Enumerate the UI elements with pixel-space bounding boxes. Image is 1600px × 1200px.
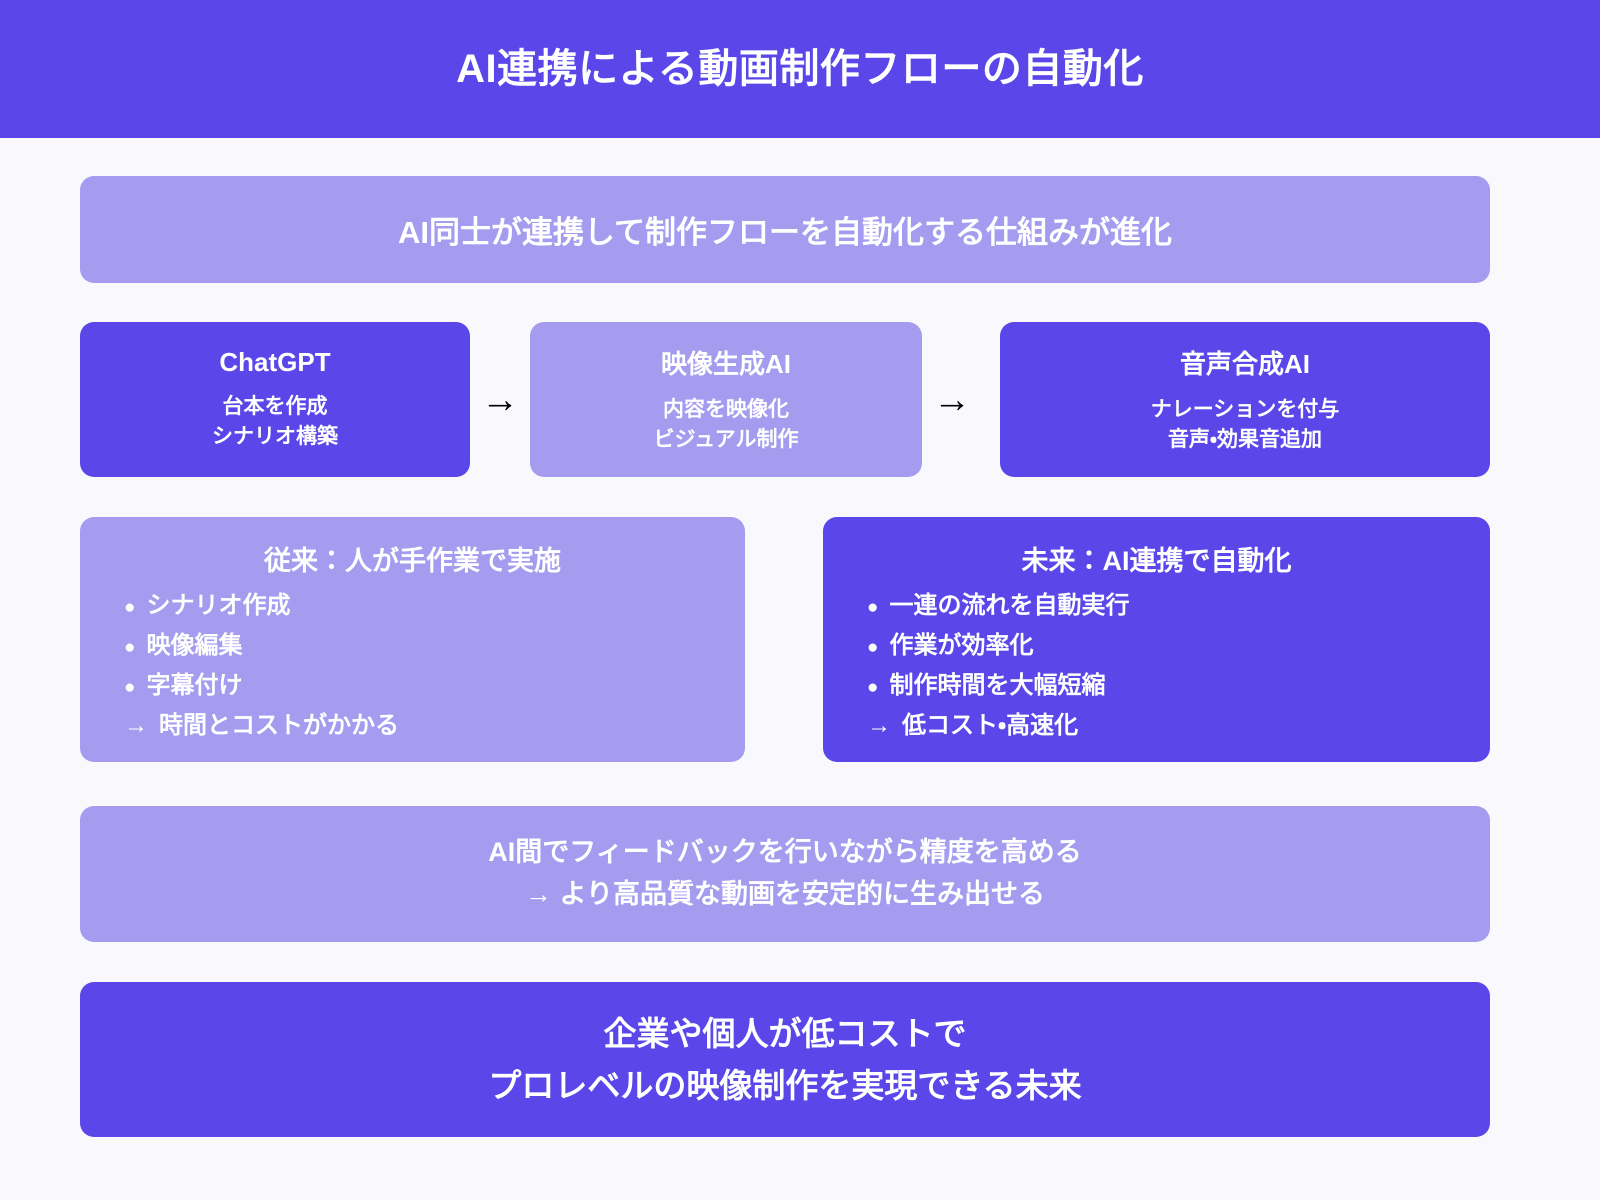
flow-step-desc-line-1: 台本を作成 [222, 394, 328, 418]
flow-step-voice-synthesis-ai: 音声合成AI ナレーションを付与 音声・効果音追加 [1000, 322, 1490, 477]
list-item-label: 制作時間を大幅短縮 [889, 672, 1106, 699]
list-item: ● 作業が効率化 [857, 634, 1456, 658]
list-item-label: 字幕付け [146, 672, 243, 699]
flow-step-video-generation-ai: 映像生成AI 内容を映像化 ビジュアル制作 [530, 322, 922, 477]
flow-step-description: ナレーションを付与 音声・効果音追加 [1151, 395, 1340, 456]
bullet-icon: ● [867, 637, 879, 658]
feedback-line-2: → より高品質な動画を安定的に生み出せる [525, 879, 1045, 909]
flow-step-description: 内容を映像化 ビジュアル制作 [654, 395, 799, 456]
list-item-label: 映像編集 [146, 632, 243, 659]
flow-step-desc-line-2: ビジュアル制作 [653, 428, 799, 451]
arrow-right-icon: → [124, 712, 148, 739]
list-item: ● 制作時間を大幅短縮 [857, 674, 1456, 698]
comparison-list: ● シナリオ作成 ● 映像編集 ● 字幕付け → 時間とコストがかかる [114, 594, 711, 738]
flow-arrow-icon: → [481, 379, 519, 421]
flow-step-title: 音声合成AI [1179, 348, 1310, 379]
comparison-heading: 未来：AI連携で自動化 [1021, 546, 1292, 576]
flow-step-chatgpt: ChatGPT 台本を作成 シナリオ構築 [80, 322, 470, 477]
bullet-icon: ● [124, 637, 136, 658]
bullet-icon: ● [867, 597, 879, 618]
feedback-line-1: AI間でフィードバックを行いながら精度を高める [488, 837, 1082, 868]
flow-step-title: ChatGPT [219, 346, 331, 377]
list-item-conclusion: → 低コスト・高速化 [857, 714, 1456, 738]
header-band: AI連携による動画制作フローの自動化 [0, 0, 1600, 138]
flow-step-desc-line-1: ナレーションを付与 [1150, 397, 1340, 421]
flow-step-desc-line-2: シナリオ構築 [212, 425, 338, 448]
list-item-label: 作業が効率化 [889, 632, 1034, 659]
comparison-list: ● 一連の流れを自動実行 ● 作業が効率化 ● 制作時間を大幅短縮 → 低コスト… [857, 594, 1456, 738]
conclusion-line-2: プロレベルの映像制作を実現できる未来 [488, 1066, 1082, 1104]
flow-step-desc-line-2: 音声・効果音追加 [1167, 428, 1323, 451]
flow-step-description: 台本を作成 シナリオ構築 [212, 392, 338, 453]
page-title: AI連携による動画制作フローの自動化 [456, 47, 1144, 91]
list-item: ● 字幕付け [114, 674, 711, 698]
bullet-icon: ● [867, 677, 879, 698]
comparison-panel-future: 未来：AI連携で自動化 ● 一連の流れを自動実行 ● 作業が効率化 ● 制作時間… [823, 517, 1490, 762]
conclusion-line-1: 企業や個人が低コストで [603, 1015, 967, 1053]
list-item-label: 時間とコストがかかる [159, 712, 399, 739]
subtitle-banner: AI同士が連携して制作フローを自動化する仕組みが進化 [80, 176, 1490, 283]
list-item-label: シナリオ作成 [146, 592, 291, 619]
list-item: ● 映像編集 [114, 634, 711, 658]
bullet-icon: ● [124, 597, 136, 618]
list-item: ● シナリオ作成 [114, 594, 711, 618]
list-item: ● 一連の流れを自動実行 [857, 594, 1456, 618]
list-item-label: 一連の流れを自動実行 [889, 592, 1130, 619]
flow-step-title: 映像生成AI [660, 348, 791, 379]
flow-arrow-icon: → [933, 379, 971, 421]
bullet-icon: ● [124, 677, 136, 698]
conclusion-box: 企業や個人が低コストで プロレベルの映像制作を実現できる未来 [80, 982, 1490, 1137]
comparison-heading: 従来：人が手作業で実施 [264, 546, 561, 576]
list-item-conclusion: → 時間とコストがかかる [114, 714, 711, 738]
list-item-label: 低コスト・高速化 [902, 712, 1079, 739]
flow-step-desc-line-1: 内容を映像化 [663, 397, 789, 421]
feedback-banner: AI間でフィードバックを行いながら精度を高める → より高品質な動画を安定的に生… [80, 806, 1490, 942]
comparison-panel-traditional: 従来：人が手作業で実施 ● シナリオ作成 ● 映像編集 ● 字幕付け → 時間と… [80, 517, 745, 762]
subtitle-text: AI同士が連携して制作フローを自動化する仕組みが進化 [397, 215, 1173, 250]
arrow-right-icon: → [867, 712, 891, 739]
